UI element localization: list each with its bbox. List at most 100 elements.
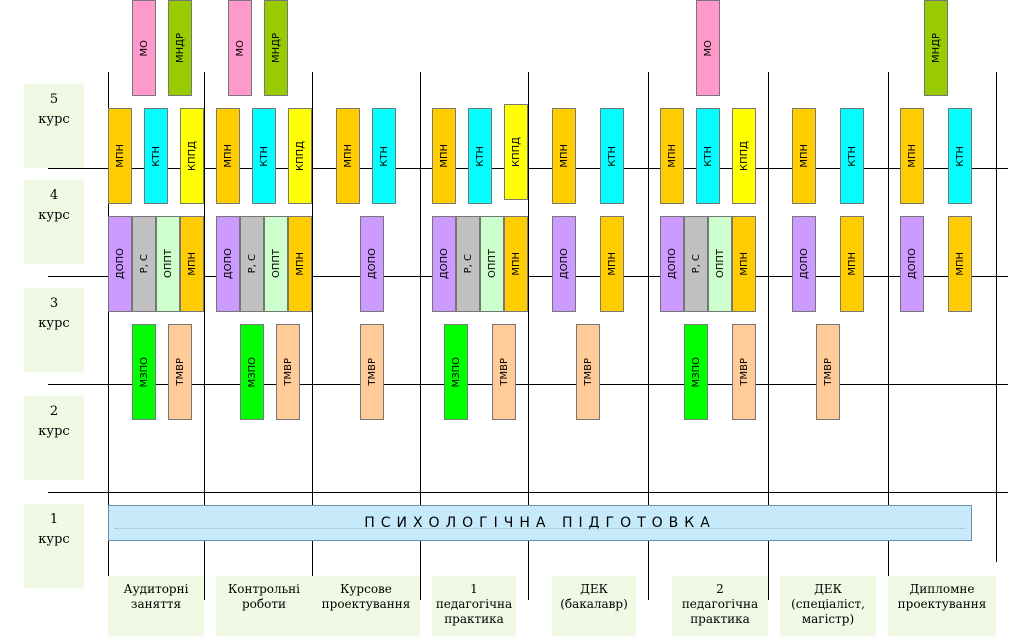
- dotted-line: [115, 528, 965, 529]
- year-word: курс: [38, 316, 70, 331]
- discipline-block-dopo: ДОПО: [360, 216, 384, 312]
- discipline-block-tmvr: ТМВР: [576, 324, 600, 420]
- discipline-label: МО: [702, 39, 714, 57]
- discipline-label: КППД: [510, 137, 522, 167]
- discipline-block-dopo: ДОПО: [216, 216, 240, 312]
- discipline-block-dopo: ДОПО: [432, 216, 456, 312]
- discipline-block-tmvr: ТМВР: [276, 324, 300, 420]
- discipline-label: ТМВР: [498, 358, 510, 386]
- discipline-block-mndr: МНДР: [168, 0, 192, 96]
- discipline-label: МНДР: [174, 33, 186, 63]
- year-word: курс: [38, 112, 70, 127]
- column-label-practice-2: 2 педагогічна практика: [672, 576, 768, 636]
- column-label-course-project: Курсове проектування: [312, 576, 420, 636]
- discipline-label: ТМВР: [582, 358, 594, 386]
- discipline-block-tmvr: ТМВР: [492, 324, 516, 420]
- discipline-label: ДОПО: [438, 248, 450, 280]
- discipline-label: ОППТ: [162, 249, 174, 279]
- psychological-training-bar: ПСИХОЛОГІЧНА ПІДГОТОВКА: [108, 505, 972, 541]
- discipline-label: МПН: [558, 144, 570, 168]
- discipline-block-tmvr: ТМВР: [816, 324, 840, 420]
- discipline-block-mpn: МПН: [432, 108, 456, 204]
- discipline-block-mzpo: МЗПО: [132, 324, 156, 420]
- discipline-label: ТМВР: [282, 358, 294, 386]
- year-word: курс: [38, 424, 70, 439]
- discipline-label: МПН: [438, 144, 450, 168]
- discipline-block-rs: Р, С: [456, 216, 480, 312]
- discipline-block-oppt: ОППТ: [480, 216, 504, 312]
- year-label-5: 5 курс: [24, 84, 84, 168]
- discipline-block-mpn: МПН: [840, 216, 864, 312]
- discipline-label: МНДР: [270, 33, 282, 63]
- discipline-block-mpn: МПН: [948, 216, 972, 312]
- column-label-tests: Контрольні роботи: [216, 576, 312, 636]
- year-number: 1: [49, 512, 59, 527]
- discipline-label: МЗПО: [246, 356, 258, 388]
- discipline-label: МПН: [846, 252, 858, 276]
- discipline-block-tmvr: ТМВР: [168, 324, 192, 420]
- discipline-label: МПН: [294, 252, 306, 276]
- year-word: курс: [38, 208, 70, 223]
- discipline-label: ДОПО: [366, 248, 378, 280]
- discipline-block-mpn: МПН: [792, 108, 816, 204]
- discipline-label: МО: [234, 39, 246, 57]
- discipline-label: ДОПО: [222, 248, 234, 280]
- discipline-label: МПН: [954, 252, 966, 276]
- discipline-label: КТН: [474, 145, 486, 167]
- discipline-label: МЗПО: [690, 356, 702, 388]
- discipline-block-ktn: КТН: [468, 108, 492, 204]
- discipline-block-rs: Р, С: [132, 216, 156, 312]
- discipline-block-dopo: ДОПО: [108, 216, 132, 312]
- discipline-block-dopo: ДОПО: [792, 216, 816, 312]
- discipline-block-kppd: КППД: [180, 108, 204, 204]
- discipline-label: Р, С: [246, 254, 258, 274]
- year-word: курс: [38, 532, 70, 547]
- discipline-label: ДОПО: [558, 248, 570, 280]
- year-number: 5: [49, 92, 59, 107]
- discipline-block-ktn: КТН: [252, 108, 276, 204]
- discipline-block-mo: МО: [228, 0, 252, 96]
- discipline-block-mo: МО: [696, 0, 720, 96]
- discipline-block-kppd: КППД: [288, 108, 312, 204]
- year-label-3: 3 курс: [24, 288, 84, 372]
- discipline-block-kppd: КППД: [732, 108, 756, 204]
- column-divider: [204, 72, 205, 600]
- column-label-dek-specialist: ДЕК (спеціаліст, магістр): [780, 576, 876, 636]
- psychological-training-label: ПСИХОЛОГІЧНА ПІДГОТОВКА: [364, 515, 716, 531]
- column-label-diploma: Дипломне проектування: [888, 576, 996, 636]
- discipline-block-mpn: МПН: [900, 108, 924, 204]
- discipline-block-mpn: МПН: [504, 216, 528, 312]
- discipline-label: КТН: [258, 145, 270, 167]
- discipline-block-ktn: КТН: [600, 108, 624, 204]
- discipline-block-ktn: КТН: [948, 108, 972, 204]
- discipline-block-mndr: МНДР: [924, 0, 948, 96]
- discipline-label: ДОПО: [666, 248, 678, 280]
- discipline-label: МПН: [510, 252, 522, 276]
- year-number: 4: [49, 188, 59, 203]
- discipline-block-mpn: МПН: [660, 108, 684, 204]
- discipline-block-dopo: ДОПО: [660, 216, 684, 312]
- discipline-label: МПН: [342, 144, 354, 168]
- discipline-label: МЗПО: [450, 356, 462, 388]
- discipline-label: КТН: [378, 145, 390, 167]
- discipline-block-mpn: МПН: [336, 108, 360, 204]
- discipline-block-mpn: МПН: [600, 216, 624, 312]
- discipline-label: ТМВР: [366, 358, 378, 386]
- discipline-block-mpn: МПН: [288, 216, 312, 312]
- discipline-block-dopo: ДОПО: [552, 216, 576, 312]
- discipline-block-kppd: КППД: [504, 104, 528, 200]
- column-divider: [888, 72, 889, 600]
- discipline-label: МПН: [114, 144, 126, 168]
- discipline-block-mpn: МПН: [732, 216, 756, 312]
- discipline-label: КТН: [846, 145, 858, 167]
- discipline-label: МО: [138, 39, 150, 57]
- discipline-label: КТН: [702, 145, 714, 167]
- discipline-block-ktn: КТН: [696, 108, 720, 204]
- discipline-block-dopo: ДОПО: [900, 216, 924, 312]
- discipline-label: МПН: [186, 252, 198, 276]
- discipline-block-mzpo: МЗПО: [444, 324, 468, 420]
- column-label-lectures: Аудиторні заняття: [108, 576, 204, 636]
- discipline-label: МНДР: [930, 33, 942, 63]
- year-number: 2: [49, 404, 59, 419]
- discipline-label: ОППТ: [486, 249, 498, 279]
